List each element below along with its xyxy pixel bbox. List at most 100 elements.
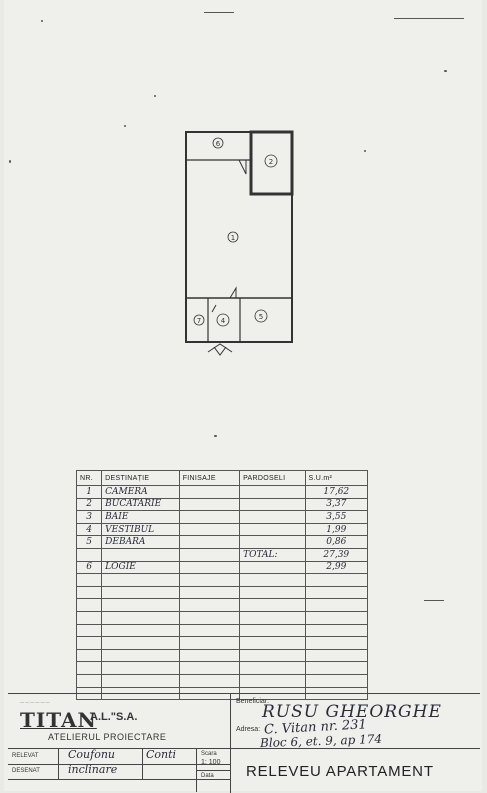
cell-dest: BAIE bbox=[101, 510, 180, 524]
cell-nr bbox=[75, 673, 103, 688]
cell-par bbox=[239, 522, 306, 537]
cell-nr bbox=[75, 623, 103, 638]
desenat-row: DESENAT inclinare bbox=[8, 763, 230, 780]
col-header-destinatie: DESTINAȚIE bbox=[101, 470, 180, 486]
cell-dest bbox=[101, 661, 180, 675]
scan-speck bbox=[124, 125, 126, 127]
cell-dest bbox=[101, 547, 180, 562]
scale-block: Scara 1: 100 Data bbox=[196, 748, 231, 792]
cell-dest bbox=[101, 573, 180, 587]
table-row bbox=[75, 636, 369, 650]
cell-par bbox=[239, 623, 306, 638]
cell-sum: 1,99 bbox=[304, 522, 369, 537]
desenat-name: inclinare bbox=[68, 763, 118, 776]
cell-fin bbox=[178, 648, 241, 663]
table-row bbox=[75, 673, 369, 688]
cell-par bbox=[239, 661, 306, 675]
cell-fin bbox=[178, 535, 241, 549]
door-swing bbox=[211, 304, 217, 313]
cell-sum: 0,86 bbox=[304, 535, 369, 549]
company-logo: TITAN bbox=[20, 708, 97, 732]
scan-speck bbox=[394, 18, 464, 19]
cell-fin bbox=[178, 485, 241, 499]
cell-dest: DEBARA bbox=[101, 535, 180, 549]
cell-dest bbox=[101, 636, 180, 650]
cell-sum bbox=[304, 661, 369, 675]
cell-dest bbox=[101, 598, 180, 612]
cell-dest bbox=[101, 648, 180, 663]
scan-speck bbox=[154, 95, 156, 97]
room-label-4: 4 bbox=[221, 317, 226, 325]
cell-nr: 4 bbox=[75, 522, 103, 537]
table-row bbox=[75, 598, 369, 612]
cell-fin bbox=[178, 573, 241, 587]
cell-dest: LOGIE bbox=[101, 560, 180, 575]
company-suffix: A.L."S.A. bbox=[90, 711, 138, 723]
cell-dest: VESTIBUL bbox=[101, 522, 180, 537]
relevat-name-2: Conti bbox=[146, 748, 177, 761]
cell-sum bbox=[304, 673, 369, 688]
cell-dest: BUCATARIE bbox=[101, 497, 180, 512]
cell-sum bbox=[304, 648, 369, 663]
department-label: ATELIERUL PROIECTARE bbox=[48, 732, 167, 742]
cell-fin bbox=[178, 636, 241, 650]
cell-sum: 3,55 bbox=[304, 510, 369, 524]
drawing-title: RELEVEU APARTAMENT bbox=[246, 763, 434, 780]
cell-nr: 3 bbox=[75, 510, 103, 524]
cell-nr: 1 bbox=[75, 485, 103, 499]
cell-par bbox=[239, 610, 306, 625]
cell-sum bbox=[304, 610, 369, 625]
plan-outer-wall bbox=[185, 131, 293, 343]
scan-speck bbox=[424, 600, 444, 601]
cell-sum: 3,37 bbox=[304, 497, 369, 512]
cell-par bbox=[239, 510, 306, 524]
cell-dest bbox=[101, 623, 180, 638]
room-label-5: 5 bbox=[259, 313, 263, 321]
cell-fin bbox=[178, 623, 241, 638]
cell-sum: 27,39 bbox=[304, 547, 369, 562]
table-row bbox=[75, 661, 369, 675]
cell-sum: 2,99 bbox=[304, 560, 369, 575]
beneficiary-block: Beneficiar: RUSU GHEORGHE Adresa: C. Vit… bbox=[230, 694, 480, 750]
cell-dest: CAMERA bbox=[101, 485, 180, 499]
cell-par: TOTAL: bbox=[239, 547, 306, 562]
logo-fineprint: — — — — — — bbox=[20, 699, 50, 704]
company-block: — — — — — — TITAN A.L."S.A. ATELIERUL PR… bbox=[8, 694, 231, 748]
cell-nr: 2 bbox=[75, 497, 103, 512]
cell-par bbox=[239, 560, 306, 575]
cell-par bbox=[239, 648, 306, 663]
scan-speck bbox=[214, 435, 217, 437]
col-header-pardoseli: PARDOSELI bbox=[239, 470, 306, 486]
door-swing bbox=[229, 286, 237, 299]
scan-speck bbox=[41, 20, 43, 22]
cell-par bbox=[239, 535, 306, 549]
table-row bbox=[75, 686, 369, 701]
scan-speck bbox=[204, 12, 234, 13]
cell-dest bbox=[101, 585, 180, 600]
door-swing bbox=[238, 159, 247, 175]
floor-plan: 6 2 1 7 4 5 bbox=[185, 130, 294, 356]
title-block: — — — — — — TITAN A.L."S.A. ATELIERUL PR… bbox=[8, 693, 480, 793]
cell-nr: 6 bbox=[75, 560, 103, 575]
scara-value: 1: 100 bbox=[201, 759, 221, 766]
cell-fin bbox=[178, 522, 241, 537]
col-header-finisaje: FINISAJE bbox=[178, 470, 241, 486]
table-row bbox=[75, 585, 369, 600]
table-row bbox=[75, 573, 369, 587]
col-header-nr: NR. bbox=[75, 470, 103, 486]
relevat-name-1: Coufonu bbox=[68, 748, 115, 761]
room-label-1: 1 bbox=[231, 234, 235, 242]
cell-sum bbox=[304, 598, 369, 612]
table-header-row: NR. DESTINAȚIE FINISAJE PARDOSELI S.U.m² bbox=[75, 470, 369, 486]
relevat-row: RELEVAT Coufonu Conti bbox=[8, 748, 230, 765]
beneficiar-label: Beneficiar: bbox=[236, 698, 270, 705]
cell-fin bbox=[178, 610, 241, 625]
scan-speck bbox=[9, 160, 11, 163]
cell-fin bbox=[178, 673, 241, 688]
cell-fin bbox=[178, 547, 241, 562]
entrance-marker bbox=[207, 343, 233, 353]
